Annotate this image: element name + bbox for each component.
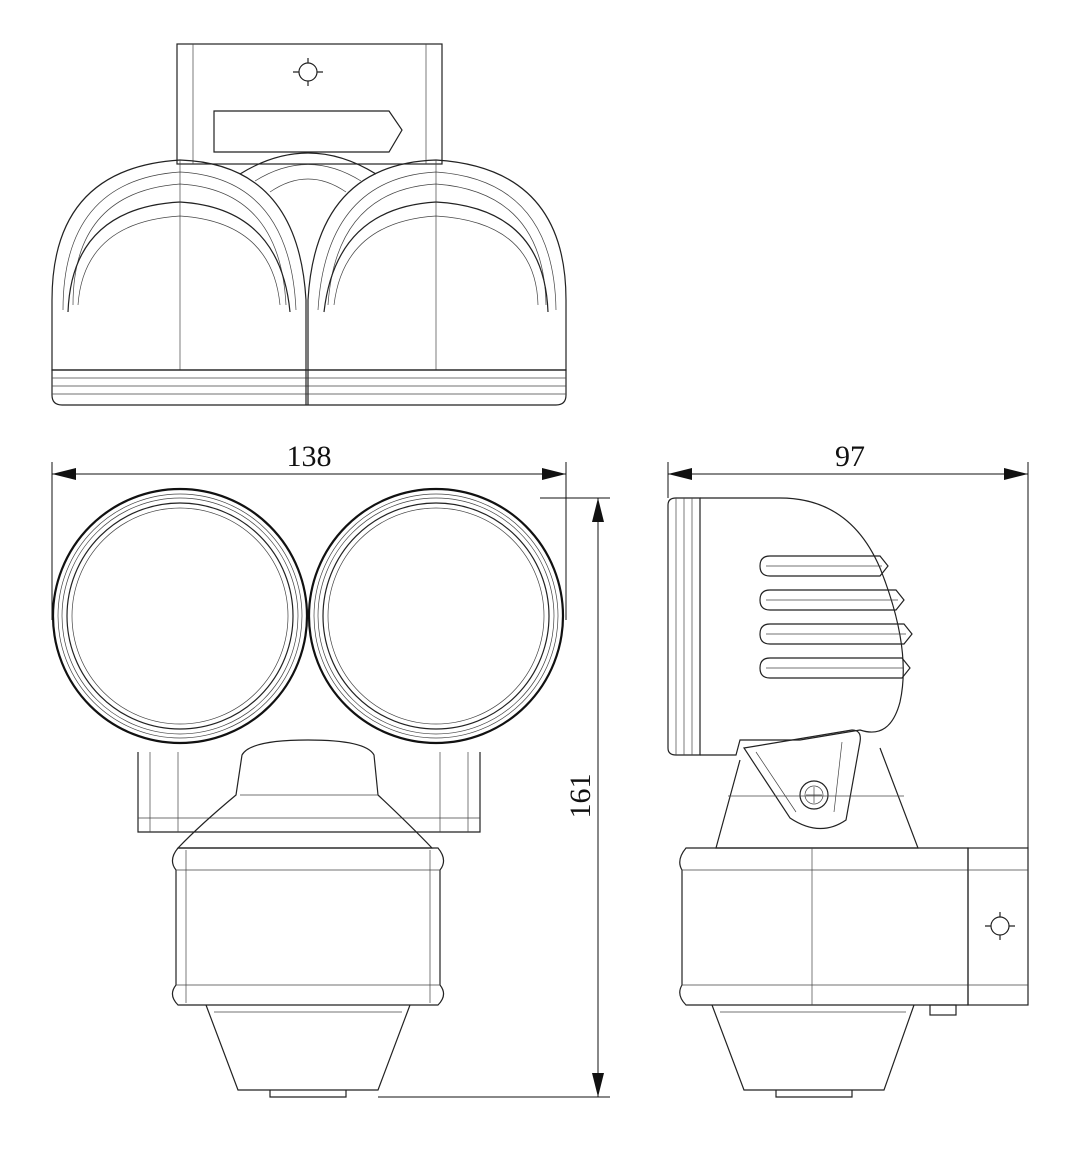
width-dimension-label: 138 bbox=[287, 440, 332, 473]
arrow-up-icon bbox=[592, 498, 604, 522]
side-view bbox=[667, 497, 1029, 1098]
arrow-right-icon bbox=[542, 468, 566, 480]
depth-dimension: 97 bbox=[667, 440, 1029, 848]
pivot-screw bbox=[799, 780, 829, 810]
keyhole-slot-side bbox=[985, 912, 1015, 940]
arrow-left-icon bbox=[668, 468, 692, 480]
arrow-left-icon bbox=[52, 468, 76, 480]
front-view bbox=[51, 487, 565, 1098]
height-dimension-label: 161 bbox=[564, 774, 597, 819]
depth-dimension-label: 97 bbox=[835, 440, 865, 473]
top-view bbox=[51, 43, 567, 406]
arrow-right-icon bbox=[1004, 468, 1028, 480]
keyhole-slot bbox=[293, 58, 323, 86]
height-dimension: 161 bbox=[378, 497, 610, 1098]
width-dimension: 138 bbox=[51, 440, 567, 620]
arrow-down-icon bbox=[592, 1073, 604, 1097]
cooling-fins bbox=[759, 555, 913, 679]
